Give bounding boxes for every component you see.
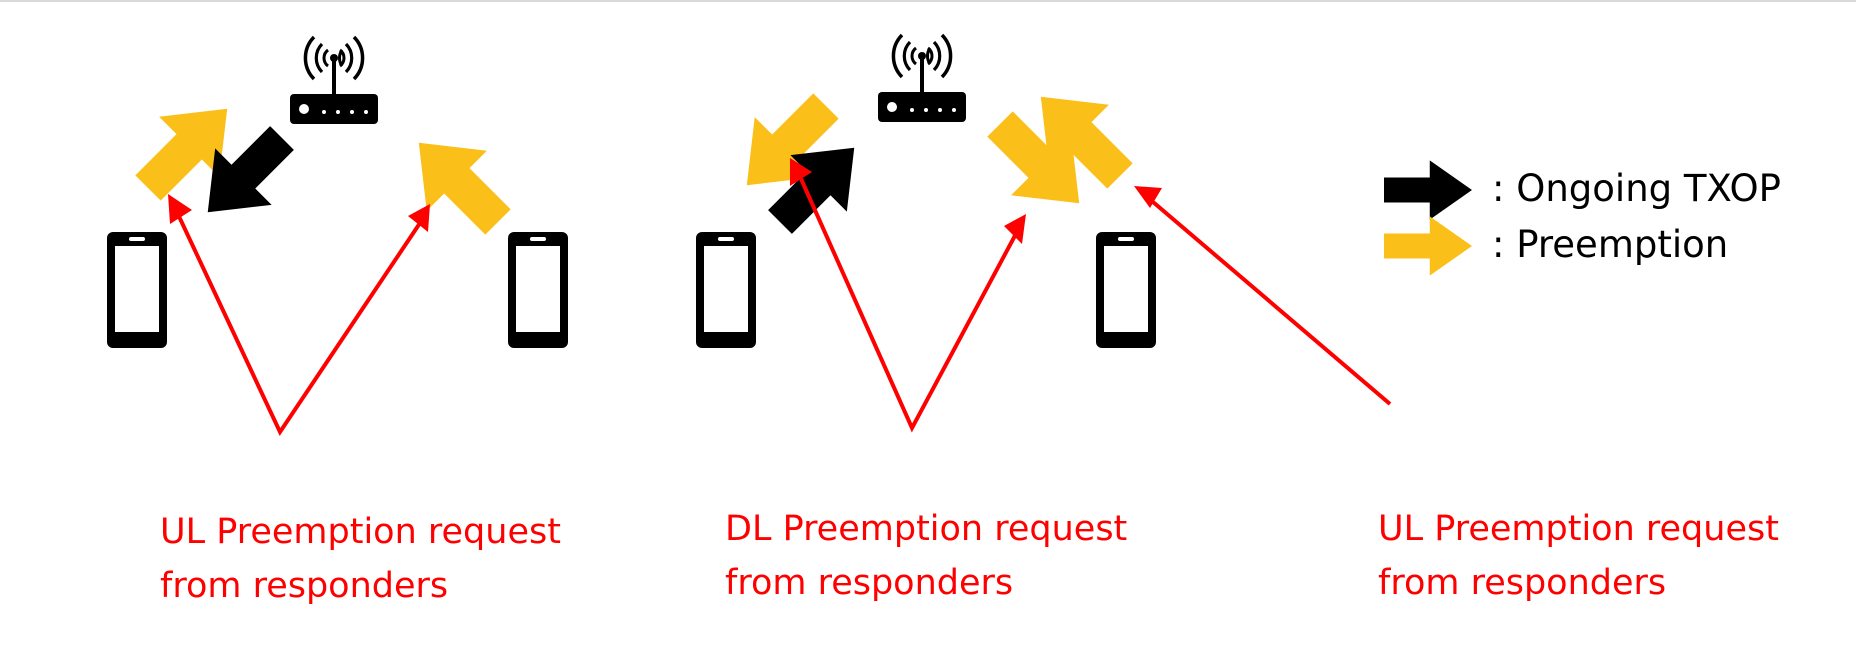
smartphone-icon xyxy=(696,232,756,348)
caption-line: UL Preemption request xyxy=(1378,509,1779,549)
legend-ongoing-arrow xyxy=(1384,160,1472,220)
top-border xyxy=(0,0,1856,2)
smartphone-icon xyxy=(107,232,167,348)
caption-line: UL Preemption request xyxy=(160,512,561,552)
caption-line: from responders xyxy=(160,566,449,607)
access-point-icon xyxy=(288,35,380,126)
annotation-arrowheads xyxy=(168,158,1162,244)
preemption-arrow xyxy=(388,112,529,253)
legend-ongoing-label: : Ongoing TXOP xyxy=(1492,167,1781,210)
legend-preemption-arrow xyxy=(1384,216,1472,276)
caption-ul-left: UL Preemption request from responders xyxy=(160,505,561,614)
caption-line: DL Preemption request xyxy=(725,509,1128,549)
smartphone-icon xyxy=(1096,232,1156,348)
caption-ul-right: UL Preemption request from responders xyxy=(1378,502,1779,611)
scenario-2 xyxy=(696,33,1156,348)
scenario-1 xyxy=(107,35,568,348)
access-point-icon xyxy=(876,33,968,124)
annotation-line xyxy=(1144,194,1392,406)
smartphone-icon xyxy=(508,232,568,348)
annotation-line xyxy=(174,209,424,437)
legend-preemption-label: : Preemption xyxy=(1492,223,1729,266)
annotation-line xyxy=(796,171,1020,433)
caption-dl-middle: DL Preemption request from responders xyxy=(725,502,1127,611)
caption-line: from responders xyxy=(1378,563,1667,604)
annotation-arrows xyxy=(174,171,1392,437)
caption-line: from responders xyxy=(725,563,1014,604)
